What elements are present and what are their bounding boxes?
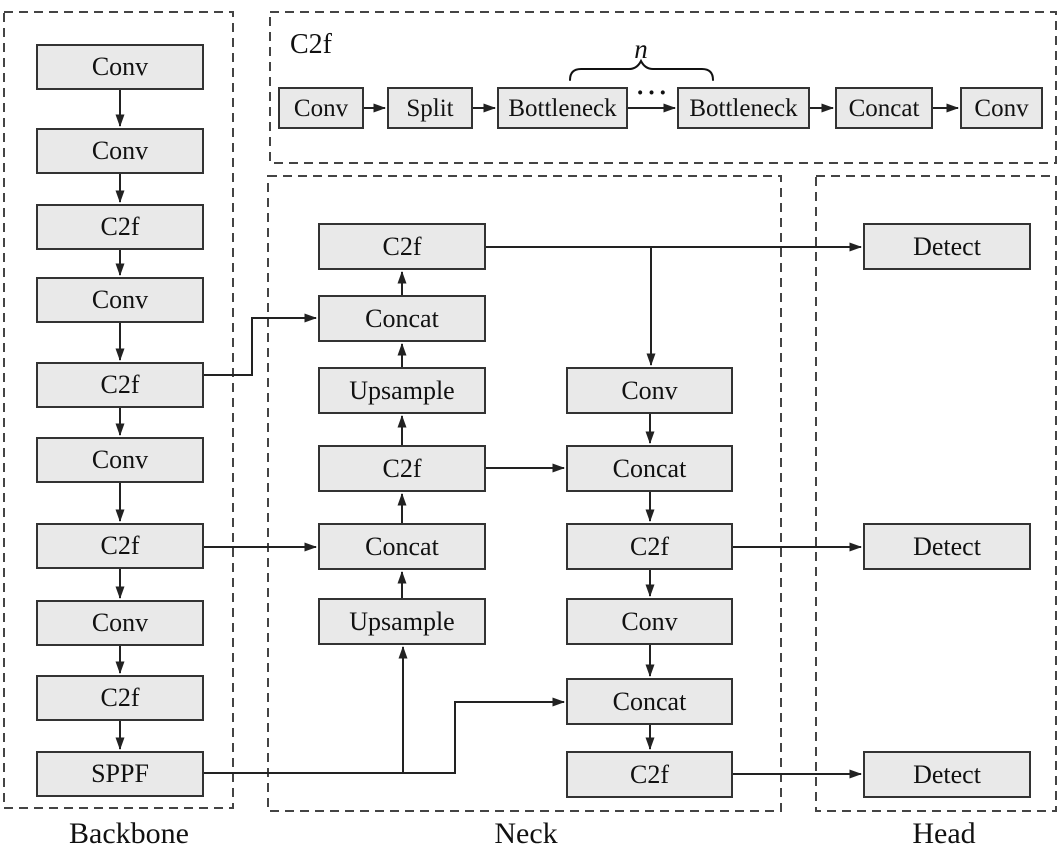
node-neck-c2f-top: C2f <box>318 223 486 270</box>
node-head-detect-3: Detect <box>863 751 1031 798</box>
neck-region-label: Neck <box>494 817 558 850</box>
node-detail-bottleneck-1: Bottleneck <box>497 87 628 129</box>
node-backbone-conv-5: Conv <box>36 600 204 646</box>
repeat-brace <box>569 58 714 81</box>
node-backbone-conv-2: Conv <box>36 128 204 174</box>
node-neck-concat-3: Concat <box>566 445 733 492</box>
node-backbone-conv-4: Conv <box>36 437 204 483</box>
node-neck-concat-1: Concat <box>318 295 486 342</box>
node-detail-split: Split <box>387 87 473 129</box>
head-region-border <box>815 175 1057 812</box>
ellipsis-label: ··· <box>635 80 670 107</box>
node-neck-concat-4: Concat <box>566 678 733 725</box>
node-neck-conv-1: Conv <box>566 367 733 414</box>
node-neck-upsample-1: Upsample <box>318 367 486 414</box>
c2f-detail-title: C2f <box>290 29 332 60</box>
repeat-count-label: n <box>634 34 648 64</box>
node-head-detect-1: Detect <box>863 223 1031 270</box>
node-backbone-c2f-3: C2f <box>36 523 204 569</box>
backbone-region-border <box>3 11 234 809</box>
connectors <box>115 90 959 779</box>
c2f-detail-region-border <box>269 11 1057 164</box>
node-backbone-sppf: SPPF <box>36 751 204 797</box>
neck-region-border <box>267 175 782 812</box>
node-neck-c2f-right-2: C2f <box>566 751 733 798</box>
node-head-detect-2: Detect <box>863 523 1031 570</box>
node-detail-conv-out: Conv <box>960 87 1043 129</box>
node-backbone-c2f-1: C2f <box>36 204 204 250</box>
node-backbone-conv-3: Conv <box>36 277 204 323</box>
node-backbone-c2f-4: C2f <box>36 675 204 721</box>
backbone-region-label: Backbone <box>69 817 189 850</box>
node-neck-upsample-2: Upsample <box>318 598 486 645</box>
node-neck-c2f-right-1: C2f <box>566 523 733 570</box>
node-neck-conv-2: Conv <box>566 598 733 645</box>
node-detail-concat: Concat <box>835 87 933 129</box>
node-neck-c2f-mid: C2f <box>318 445 486 492</box>
node-detail-bottleneck-2: Bottleneck <box>677 87 810 129</box>
head-region-label: Head <box>912 817 976 850</box>
node-detail-conv-in: Conv <box>278 87 364 129</box>
node-backbone-c2f-2: C2f <box>36 362 204 408</box>
node-backbone-conv-1: Conv <box>36 44 204 90</box>
node-neck-concat-2: Concat <box>318 523 486 570</box>
